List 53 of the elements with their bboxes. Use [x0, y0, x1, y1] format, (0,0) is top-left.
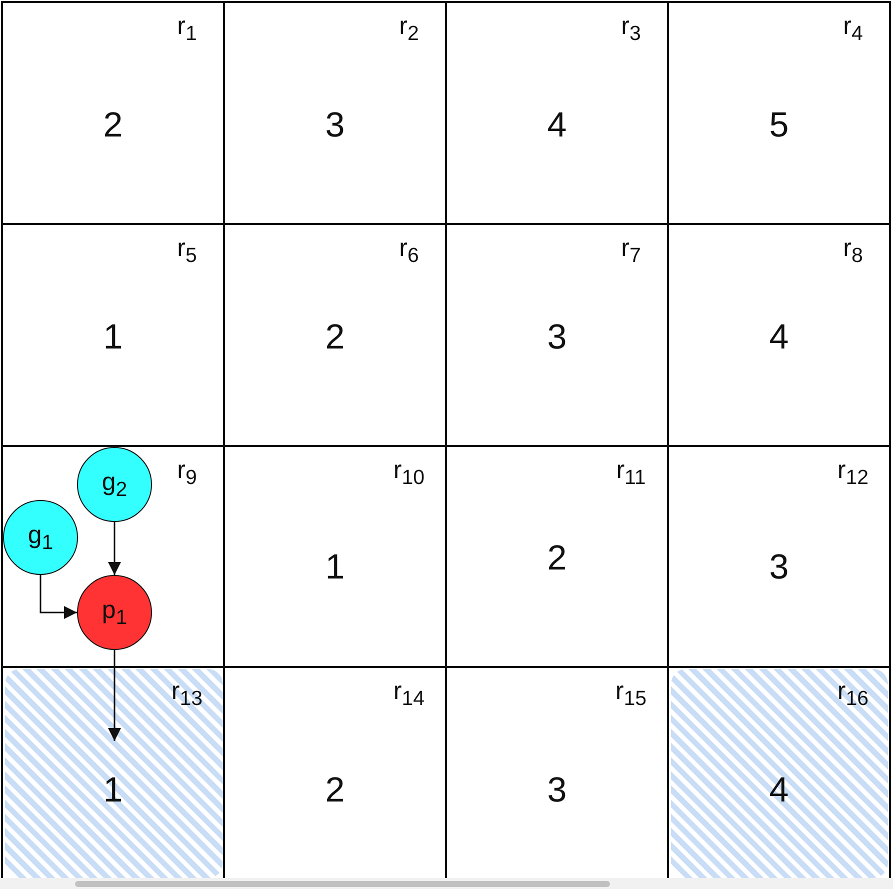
grid-cell	[447, 447, 667, 666]
cell-value: 4	[769, 772, 789, 808]
hatched-cell	[669, 668, 889, 878]
cell-label: r$_{11}$	[616, 458, 646, 483]
arrow	[108, 522, 121, 575]
arrow	[108, 650, 121, 741]
cell-value: 4	[769, 320, 789, 354]
grid-cell	[3, 447, 223, 666]
cell-label: r$_{12}$	[837, 458, 869, 483]
cell-value: 2	[325, 772, 345, 808]
cell-label: r$_{13}$	[171, 679, 203, 704]
cell-value: 2	[103, 108, 123, 142]
cell-value: 3	[547, 320, 567, 354]
grid-cell	[447, 668, 667, 878]
grid-cell	[3, 3, 223, 223]
grid-cell	[669, 3, 889, 223]
cell-value: 2	[547, 540, 567, 576]
cell-value: 1	[103, 320, 123, 354]
hatched-cell	[3, 668, 223, 878]
cell-value: 3	[769, 550, 789, 584]
cell-label: r$_{2}$	[399, 14, 419, 39]
cell-label: r$_{9}$	[177, 458, 197, 483]
cell-value: 4	[547, 108, 567, 142]
grid-cell	[447, 225, 667, 445]
grid-cell	[447, 3, 667, 223]
cell-value: 1	[103, 772, 123, 808]
cell-label: r$_{14}$	[393, 679, 425, 704]
cell-label: r$_{8}$	[843, 236, 863, 261]
cell-value: 2	[325, 320, 345, 354]
cell-label: r$_{16}$	[837, 679, 869, 704]
cell-label: r$_{10}$	[393, 458, 425, 483]
node-label: g$_{1}$	[28, 523, 54, 548]
grid-cell	[225, 447, 445, 666]
cell-value: 3	[547, 772, 567, 808]
arrow	[40, 575, 77, 619]
cell-value: 5	[769, 108, 789, 142]
grid-cell	[669, 447, 889, 666]
cell-label: r$_{3}$	[621, 14, 641, 39]
grid-cell	[3, 225, 223, 445]
grid-cell	[225, 3, 445, 223]
grid-cell	[225, 225, 445, 445]
cell-value: 1	[325, 550, 345, 584]
grid-cell	[669, 225, 889, 445]
grid-cell	[225, 668, 445, 878]
cell-label: r$_{1}$	[177, 14, 197, 39]
cell-label: r$_{7}$	[621, 236, 641, 261]
node-label: p$_{1}$	[102, 598, 128, 623]
cell-label: r$_{5}$	[177, 236, 197, 261]
node-label: g$_{2}$	[102, 470, 128, 495]
cell-label: r$_{15}$	[615, 679, 647, 704]
cell-label: r$_{6}$	[399, 236, 419, 261]
cell-value: 3	[325, 108, 345, 142]
cell-label: r$_{4}$	[843, 14, 863, 39]
